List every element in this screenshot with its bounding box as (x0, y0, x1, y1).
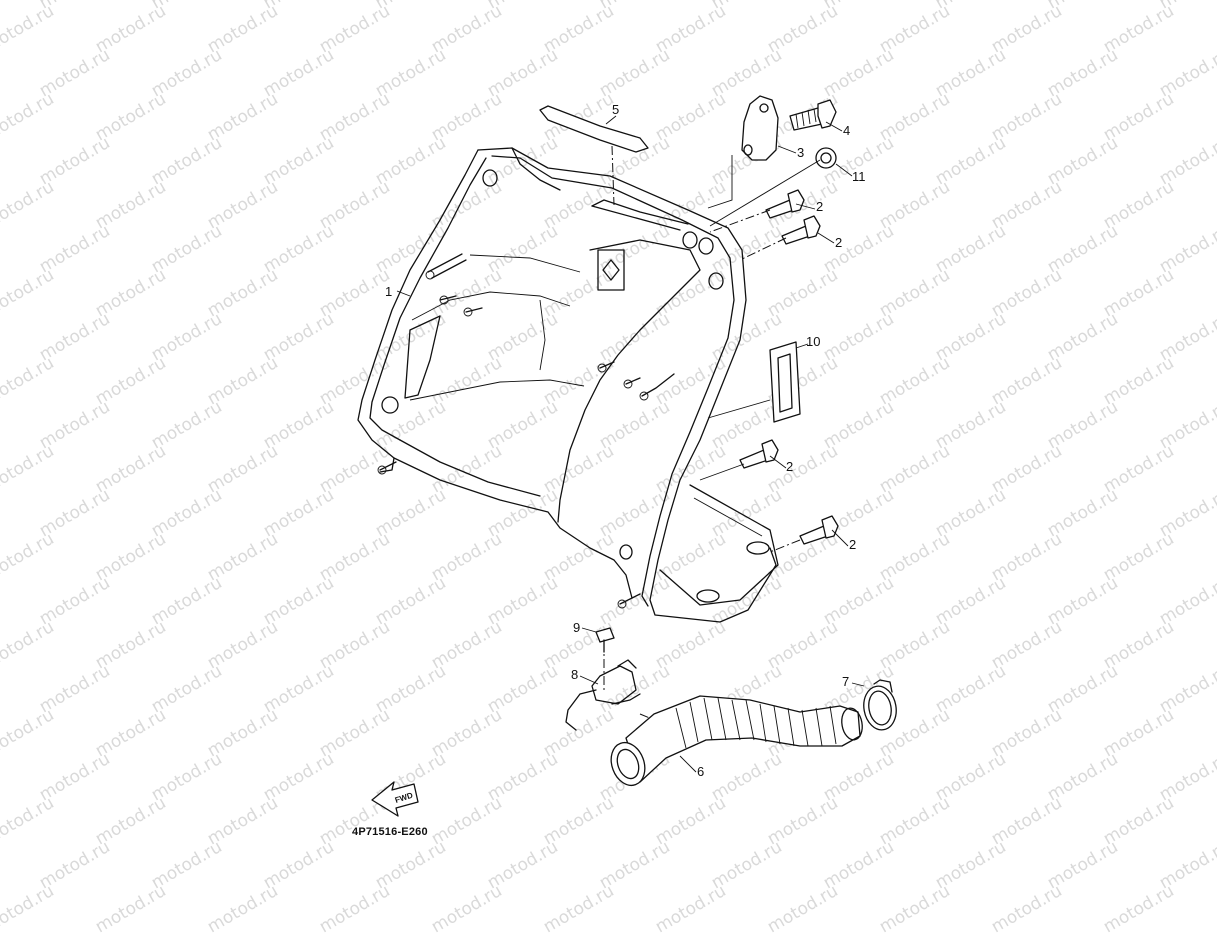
part-1-storage-box (357, 147, 779, 623)
fwd-arrow-icon: FWD (371, 781, 419, 817)
callout-4: 4 (843, 123, 851, 138)
part-11-nut (815, 147, 837, 169)
diagram-drawing: FWD (357, 95, 897, 817)
callout-2: 2 (849, 537, 857, 552)
diagram-code: 4P71516-E260 (352, 826, 428, 838)
leader-lines (396, 115, 865, 773)
part-5-strip (539, 105, 649, 206)
part-3-bracket (741, 95, 779, 161)
part-6-hose (610, 695, 863, 787)
callout-5: 5 (612, 102, 620, 117)
part-10-gasket (769, 341, 801, 423)
callout-2: 2 (786, 459, 794, 474)
callout-9: 9 (573, 620, 581, 635)
callout-10: 10 (806, 334, 821, 349)
part-9-bolt (595, 627, 615, 653)
part-4-bolt (789, 99, 837, 131)
part-7-clamp (863, 679, 897, 731)
part-2-screws (739, 189, 839, 545)
callout-11: 11 (852, 169, 866, 184)
part-8-clip (565, 659, 641, 731)
callout-7: 7 (842, 674, 850, 689)
callout-3: 3 (797, 145, 805, 160)
callout-2: 2 (816, 199, 824, 214)
callout-1: 1 (385, 284, 393, 299)
callout-6: 6 (697, 764, 705, 779)
callout-8: 8 (571, 667, 579, 682)
callout-2: 2 (835, 235, 843, 250)
